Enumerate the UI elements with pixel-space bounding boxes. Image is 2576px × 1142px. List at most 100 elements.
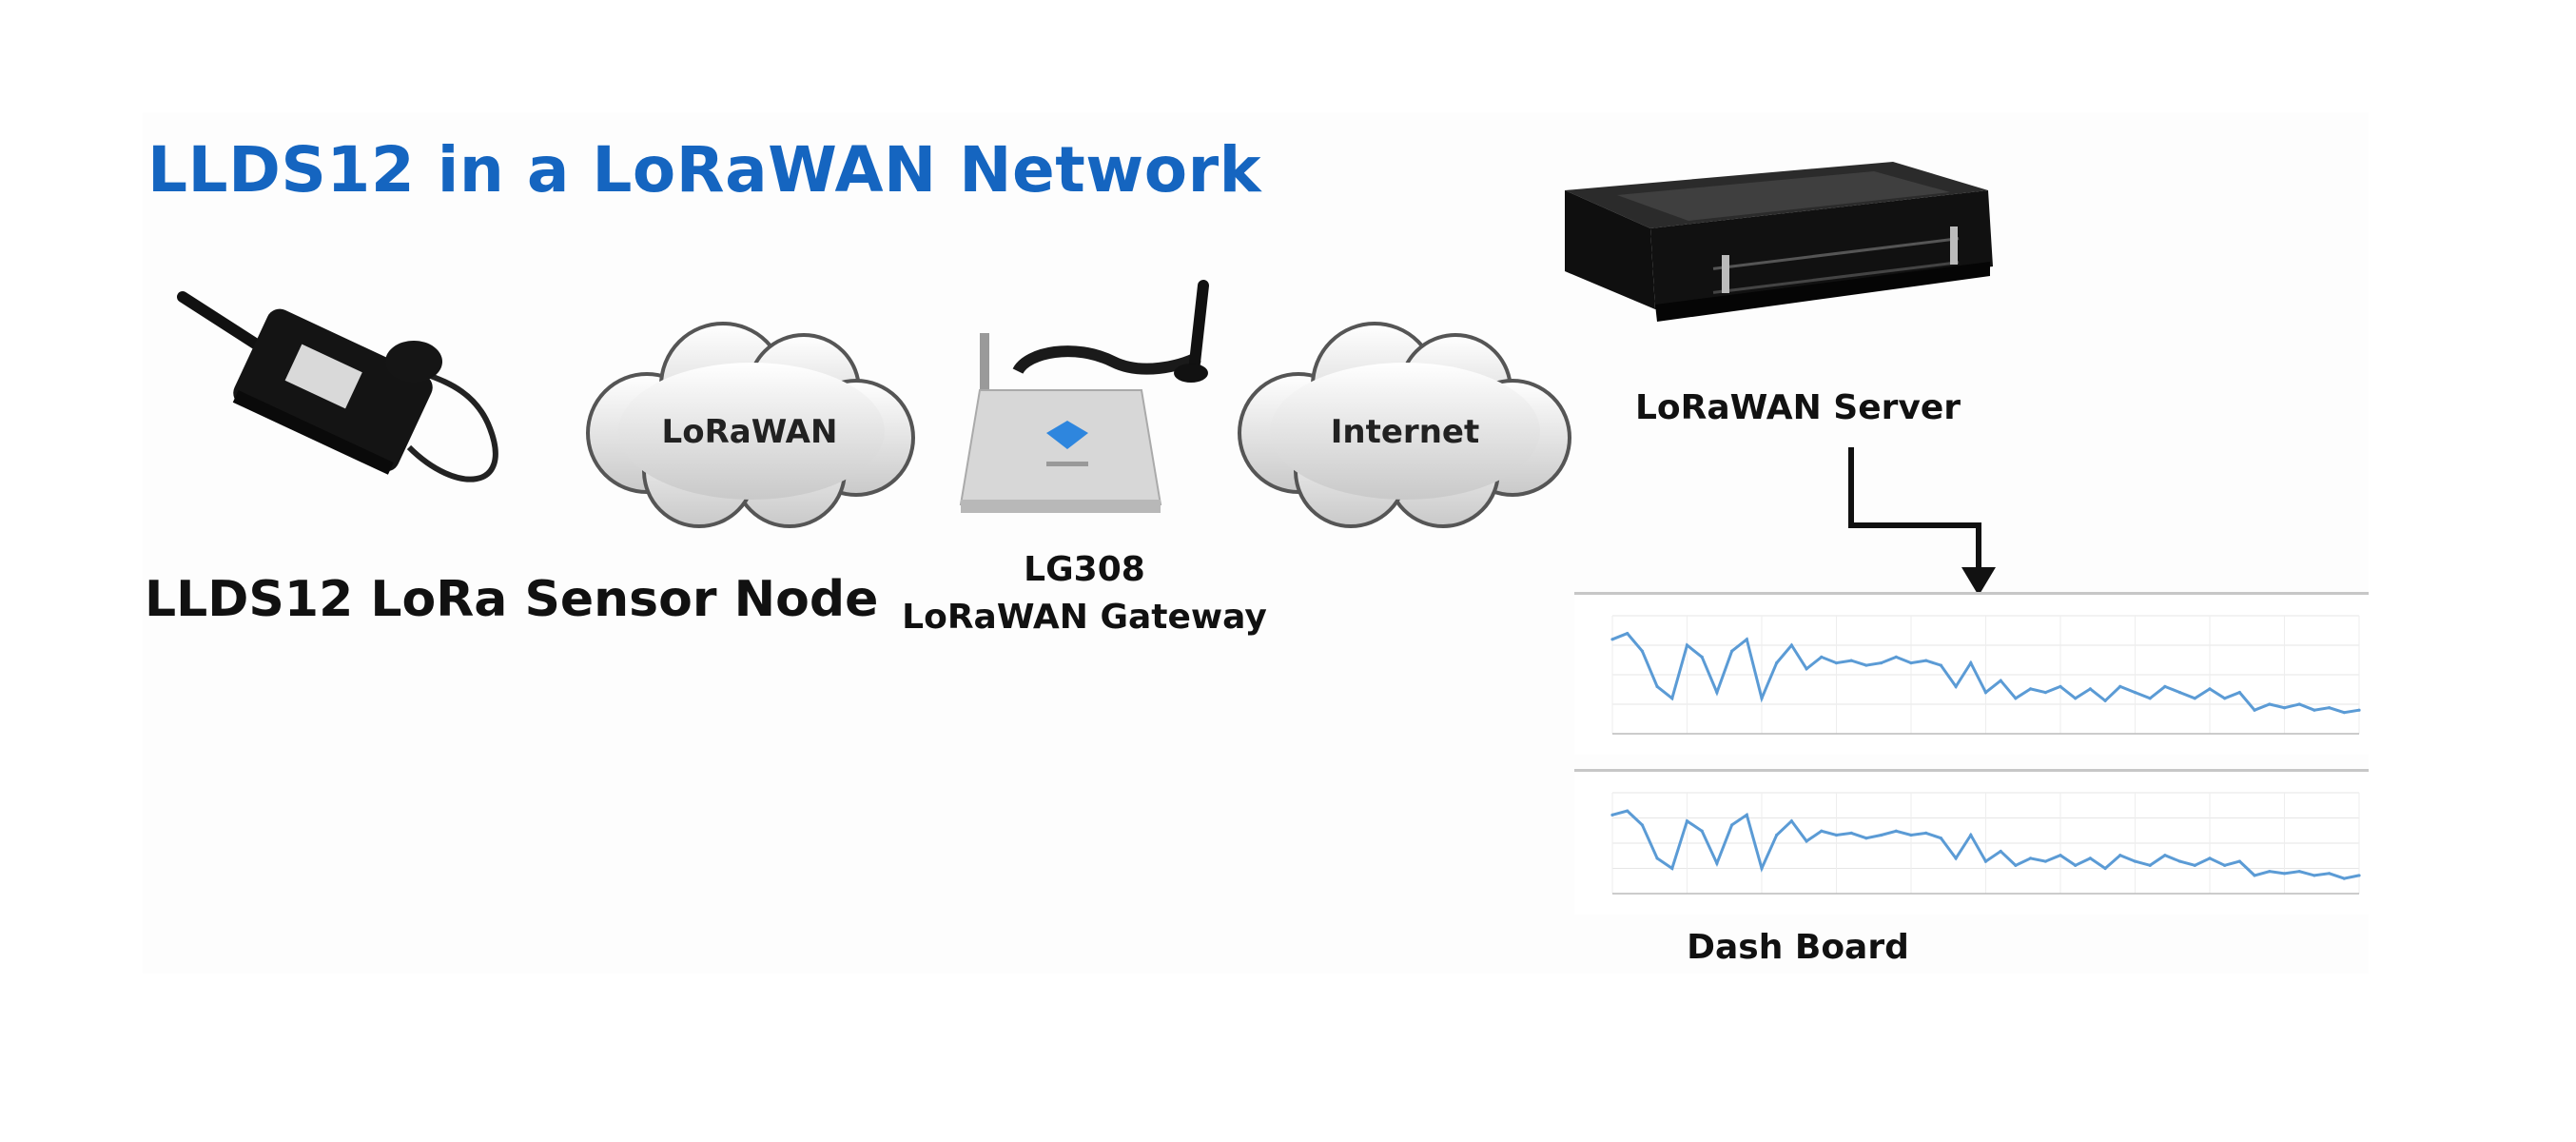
chart-point xyxy=(1775,833,1779,837)
internet-cloud-label: Internet xyxy=(1331,413,1479,451)
sensor-node-image xyxy=(177,291,498,482)
server-image xyxy=(1565,162,1993,322)
gateway-caption: LoRaWAN Gateway xyxy=(902,598,1267,637)
chart-point xyxy=(2178,691,2182,695)
internet-cloud: Internet xyxy=(1238,322,1571,528)
chart-point xyxy=(1730,649,1734,653)
chart-point xyxy=(2103,699,2107,702)
dashboard-chart-1 xyxy=(1574,592,2369,755)
chart-point xyxy=(2059,684,2062,688)
chart-point xyxy=(2328,706,2332,710)
chart-point xyxy=(2178,859,2182,863)
chart-point xyxy=(1670,866,1674,871)
chart-point xyxy=(1760,697,1764,700)
chart-point xyxy=(1685,819,1689,823)
chart-point xyxy=(1760,866,1764,871)
chart-point xyxy=(1864,837,1868,840)
chart-point xyxy=(2133,859,2137,863)
chart-point xyxy=(1700,829,1704,833)
chart-point xyxy=(1849,831,1853,835)
chart-point xyxy=(2193,697,2196,700)
chart-point xyxy=(1954,684,1958,688)
chart-point xyxy=(1655,856,1659,860)
chart-point xyxy=(1999,849,2002,854)
chart-point xyxy=(1789,819,1793,823)
chart-point xyxy=(1700,655,1704,659)
chart-point xyxy=(2014,863,2018,867)
lorawan-cloud: LoRaWAN xyxy=(586,322,915,528)
chart-point xyxy=(1626,809,1630,813)
chart-point xyxy=(2163,684,2167,688)
chart-point xyxy=(2342,876,2346,880)
chart-point xyxy=(2313,874,2316,877)
gateway-model: LG308 xyxy=(1024,550,1145,589)
chart-point xyxy=(1805,667,1808,671)
chart-point xyxy=(2282,706,2287,710)
chart-point xyxy=(2029,687,2033,691)
dashboard-chart-2-plot xyxy=(1610,792,2361,895)
chart-point xyxy=(1610,638,1614,641)
chart-point xyxy=(2208,856,2212,860)
chart-point xyxy=(2059,854,2062,857)
chart-point xyxy=(1894,655,1898,659)
chart-point xyxy=(1805,839,1808,843)
chart-point xyxy=(1834,661,1839,665)
chart-point xyxy=(2088,687,2092,691)
lorawan-cloud-label: LoRaWAN xyxy=(662,413,838,451)
chart-point xyxy=(2163,854,2167,857)
chart-point xyxy=(2253,874,2256,877)
chart-point xyxy=(2118,684,2122,688)
dashboard-chart-1-plot xyxy=(1610,615,2361,735)
chart-point xyxy=(1670,697,1674,700)
server-caption: LoRaWAN Server xyxy=(1634,388,1961,427)
chart-point xyxy=(1969,661,1973,665)
chart-point xyxy=(1789,643,1793,647)
chart-point xyxy=(2193,863,2196,867)
dashboard-chart-2 xyxy=(1574,769,2369,915)
chart-point xyxy=(1954,856,1958,860)
chart-point xyxy=(1610,813,1614,817)
chart-point xyxy=(1909,661,1913,665)
chart-point xyxy=(2223,697,2227,700)
chart-point xyxy=(1730,823,1734,827)
chart-point xyxy=(1715,861,1719,865)
chart-point xyxy=(2357,874,2361,877)
chart-point xyxy=(1775,661,1779,665)
chart-point xyxy=(1745,638,1748,641)
chart-point xyxy=(1924,659,1928,662)
chart-point xyxy=(2208,687,2212,691)
connector-arrow xyxy=(1848,447,1996,596)
chart-point xyxy=(1834,833,1839,837)
chart-point xyxy=(1640,649,1644,653)
chart-point xyxy=(2088,856,2092,860)
chart-point xyxy=(2282,872,2287,876)
chart-point xyxy=(1715,691,1719,695)
dashboard-caption: Dash Board xyxy=(1687,928,1909,967)
chart-point xyxy=(2043,859,2047,863)
chart-point xyxy=(1849,659,1853,662)
chart-point xyxy=(2328,872,2332,876)
gateway-image xyxy=(959,280,1209,513)
chart-point xyxy=(1999,679,2002,682)
chart-point xyxy=(2223,863,2227,867)
chart-point xyxy=(1909,833,1913,837)
chart-point xyxy=(2297,702,2301,706)
chart-point xyxy=(1745,813,1748,817)
chart-point xyxy=(2148,863,2152,867)
chart-point xyxy=(2253,708,2256,712)
chart-point xyxy=(1939,663,1942,667)
chart-point xyxy=(1640,823,1644,827)
chart-point xyxy=(1983,691,1988,695)
chart-point xyxy=(2313,708,2316,712)
chart-point xyxy=(2133,691,2137,695)
chart-point xyxy=(1820,829,1824,833)
chart-point xyxy=(1924,831,1928,835)
chart-point xyxy=(2074,697,2078,700)
chart-point xyxy=(1864,663,1868,667)
chart-point xyxy=(1880,661,1883,665)
chart-point xyxy=(2268,870,2272,874)
chart-point xyxy=(2043,691,2047,695)
chart-point xyxy=(1820,655,1824,659)
chart-point xyxy=(2237,691,2241,695)
diagram-title: LLDS12 in a LoRaWAN Network xyxy=(147,133,1262,207)
